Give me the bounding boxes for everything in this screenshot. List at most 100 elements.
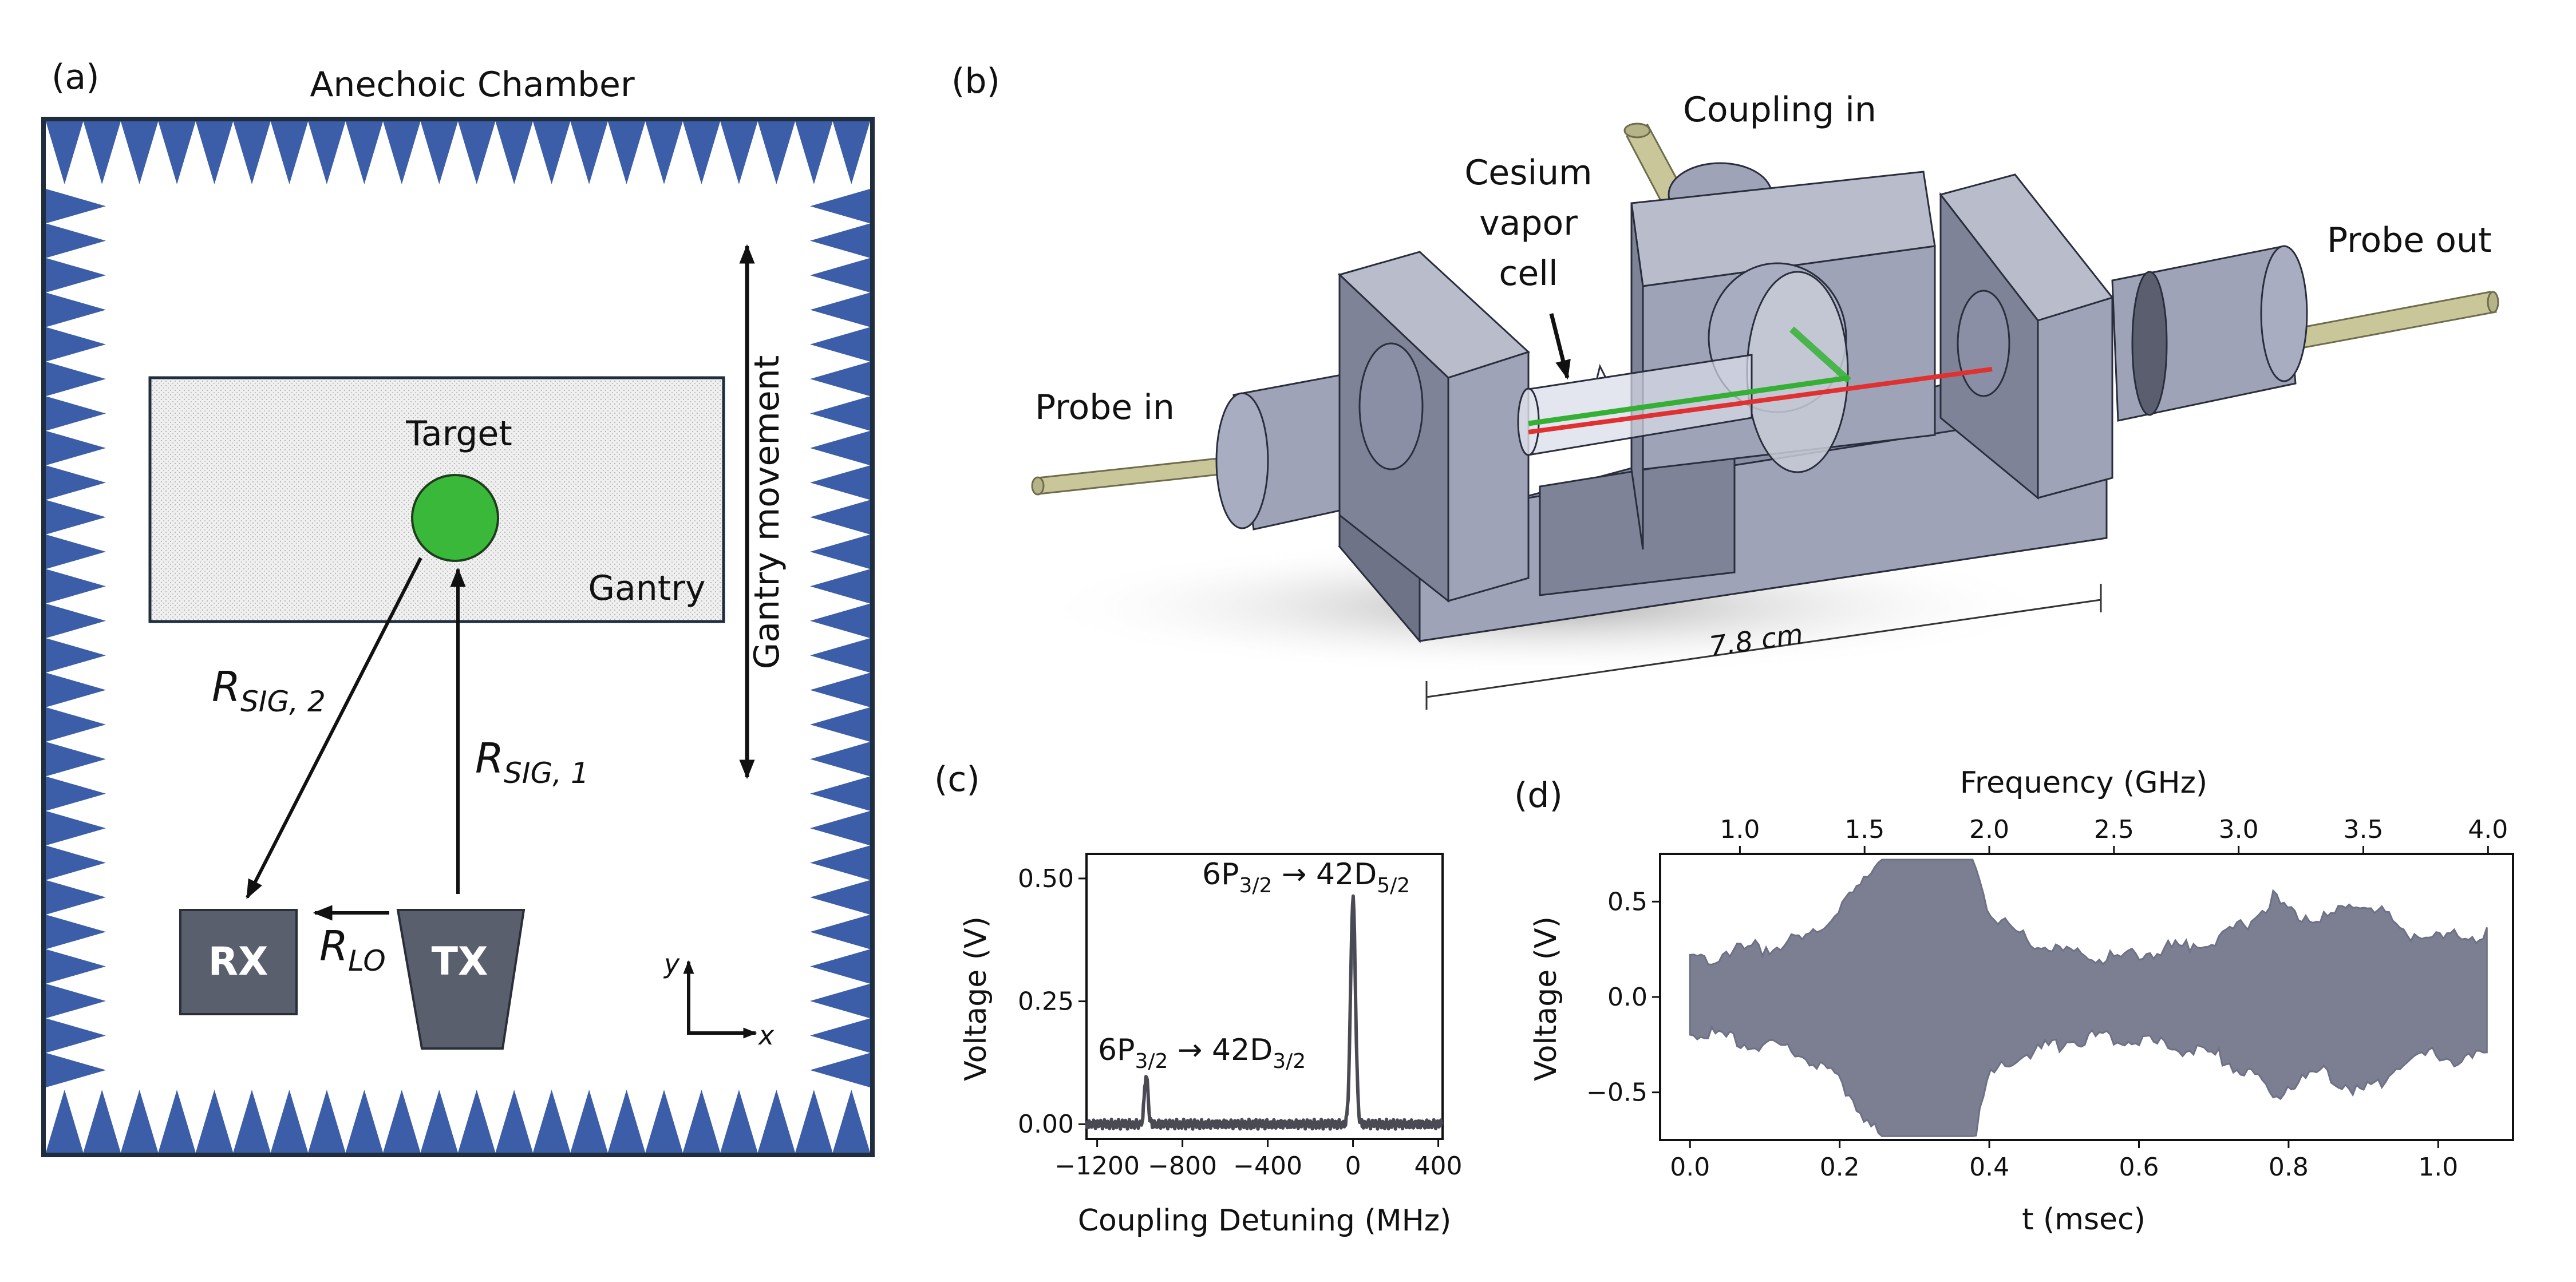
absorber-wedge bbox=[757, 121, 796, 184]
r-sig1-sub: SIG, 1 bbox=[504, 757, 589, 790]
absorber-wedge bbox=[345, 1090, 384, 1153]
absorber-wedge bbox=[46, 810, 106, 846]
absorber-wedge bbox=[810, 396, 870, 431]
axis-y-label: y bbox=[663, 948, 680, 979]
plot-c-ytick-label: 0.50 bbox=[1018, 864, 1074, 893]
absorber-wedge bbox=[810, 949, 870, 984]
absorber-wedge bbox=[120, 121, 159, 184]
cell-pointer-arrow bbox=[1549, 313, 1571, 380]
panel-b: (b) Coupling in Cesium vapor cell Probe … bbox=[951, 61, 2499, 710]
absorber-wedge bbox=[458, 121, 496, 184]
absorber-wedge bbox=[795, 1090, 833, 1153]
absorber-wedge bbox=[682, 121, 721, 184]
absorber-wedge bbox=[46, 189, 106, 224]
plot-d-top-tick-label: 2.0 bbox=[1969, 815, 2009, 844]
coupling-in-label: Coupling in bbox=[1683, 90, 1876, 130]
rx-box bbox=[179, 909, 298, 1015]
absorber-wedge bbox=[832, 1090, 870, 1153]
absorber-wedge bbox=[810, 1018, 870, 1053]
absorber-wedge bbox=[46, 983, 106, 1019]
absorber-wedge bbox=[810, 534, 870, 569]
detuning-trace bbox=[1085, 894, 1444, 1131]
absorber-wedge bbox=[345, 121, 384, 184]
absorber-wedge bbox=[810, 1052, 870, 1087]
absorber-wedge bbox=[83, 1090, 121, 1153]
absorber-wedge bbox=[810, 327, 870, 362]
probe-out-fiber bbox=[2111, 245, 2499, 422]
rx-label: RX bbox=[208, 939, 268, 984]
plot-c-xtick-label: −1200 bbox=[1054, 1152, 1140, 1181]
panel-a-letter: (a) bbox=[52, 57, 100, 97]
plot-d-xtick-label: 0.8 bbox=[2269, 1153, 2309, 1182]
plot-d-xlabel: t (msec) bbox=[2022, 1202, 2146, 1237]
absorber-wedge bbox=[532, 121, 571, 184]
absorber-wedge bbox=[46, 880, 106, 915]
plot-d-top-tick-label: 1.5 bbox=[1844, 815, 1884, 844]
absorber-wedge bbox=[810, 638, 870, 673]
absorber-wedge bbox=[810, 707, 870, 742]
absorber-wedge bbox=[270, 1090, 309, 1153]
plot-d-ylabel: Voltage (V) bbox=[1529, 916, 1563, 1081]
plot-d-top-tick-label: 2.5 bbox=[2094, 815, 2134, 844]
coupling-beam-vertical bbox=[1789, 326, 1852, 383]
panel-c-letter: (c) bbox=[934, 759, 980, 800]
peak-label-3-2: 6P3/2 → 42D3/2 bbox=[1098, 1033, 1306, 1073]
absorber-wedge bbox=[46, 292, 106, 327]
absorber-wedge bbox=[46, 500, 106, 535]
absorber-wedge bbox=[810, 189, 870, 224]
absorber-wedge bbox=[46, 327, 106, 362]
absorber-wedge bbox=[158, 121, 196, 184]
r-sig2-label: RSIG, 2 bbox=[212, 663, 326, 718]
gantry-movement-label: Gantry movement bbox=[747, 355, 787, 670]
absorber-wedge bbox=[158, 1090, 196, 1153]
peak-3-2-a: 6P bbox=[1098, 1033, 1135, 1067]
probe-beam bbox=[1528, 367, 1993, 434]
absorber-wedge bbox=[532, 1090, 571, 1153]
absorber-wedge bbox=[810, 742, 870, 777]
peak-5-2-a-sub: 3/2 bbox=[1239, 874, 1272, 897]
absorber-wedge bbox=[46, 845, 106, 880]
absorber-wedge bbox=[495, 1090, 533, 1153]
panel-a: (a) Anechoic Chamber Gantry Target Gantr… bbox=[41, 57, 875, 1157]
plot-d-ytick-label: −0.5 bbox=[1586, 1078, 1647, 1107]
r-sig1-main: R bbox=[475, 734, 504, 782]
plot-c-xlabel: Coupling Detuning (MHz) bbox=[1078, 1204, 1452, 1238]
absorber-wedge bbox=[46, 776, 106, 811]
absorber-wedge bbox=[810, 465, 870, 500]
absorber-wedge bbox=[420, 121, 458, 184]
absorber-wedge bbox=[46, 638, 106, 673]
absorber-wedge bbox=[308, 1090, 346, 1153]
absorber-wedge bbox=[46, 742, 106, 777]
r-lo-label: RLO bbox=[319, 922, 386, 978]
panel-d-letter: (d) bbox=[1514, 775, 1563, 816]
absorber-wedge bbox=[810, 915, 870, 949]
plot-c-ylabel: Voltage (V) bbox=[959, 916, 993, 1081]
plot-c-xtick-label: −800 bbox=[1148, 1152, 1217, 1181]
absorber-wedge bbox=[120, 1090, 159, 1153]
cell-label-1: Cesium bbox=[1464, 153, 1592, 193]
absorber-wedge bbox=[720, 1090, 758, 1153]
r-sig2-arrow bbox=[246, 557, 422, 900]
signal-envelope bbox=[1689, 858, 2488, 1137]
absorber-wedge bbox=[810, 603, 870, 638]
chamber-title: Anechoic Chamber bbox=[310, 65, 635, 105]
absorber-wedge bbox=[46, 603, 106, 638]
plot-c-xtick-label: 0 bbox=[1345, 1152, 1361, 1181]
r-sig2-main: R bbox=[212, 663, 240, 711]
dimension-line bbox=[1425, 584, 2102, 710]
absorber-wedge bbox=[46, 1018, 106, 1053]
gantry-label: Gantry bbox=[588, 568, 706, 608]
target bbox=[411, 474, 499, 562]
axis-x-label: x bbox=[757, 1020, 775, 1051]
absorber-wedge bbox=[832, 121, 870, 184]
absorber-wedge bbox=[46, 223, 106, 258]
absorber-wedge bbox=[810, 880, 870, 915]
absorber-wedge bbox=[46, 1090, 84, 1153]
peak-3-2-a-sub: 3/2 bbox=[1135, 1050, 1168, 1073]
plot-c-frame bbox=[1085, 853, 1444, 1140]
absorber-wedge bbox=[682, 1090, 721, 1153]
absorber-wedge bbox=[810, 292, 870, 327]
plot-d-top-tick-label: 1.0 bbox=[1720, 815, 1760, 844]
